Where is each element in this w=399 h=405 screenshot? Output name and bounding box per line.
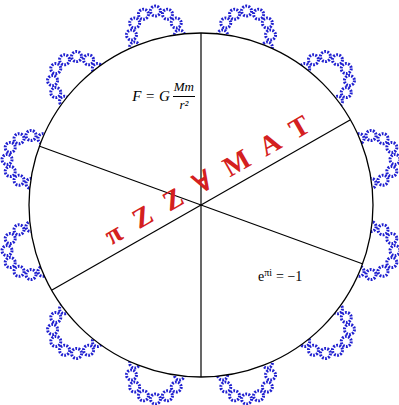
gear-circle	[5, 142, 15, 152]
gear-circle	[387, 258, 397, 268]
gear-circle	[14, 134, 24, 144]
gear-circle	[262, 18, 272, 28]
gear-circle	[26, 130, 36, 140]
gear-circle	[72, 348, 82, 358]
gear-circle	[150, 6, 160, 16]
gear-circle	[138, 391, 148, 401]
gear-circle	[366, 270, 376, 280]
denominator: r²	[179, 97, 188, 112]
gear-circle	[51, 312, 61, 322]
gear-circle	[341, 64, 351, 74]
gear-circle	[51, 336, 61, 346]
gear-circle	[14, 266, 24, 276]
main-circle	[29, 33, 373, 377]
gear-circle	[162, 391, 172, 401]
gear-circle	[130, 18, 140, 28]
gear-circle	[262, 382, 272, 392]
gear-circle	[308, 55, 318, 65]
gear-circle	[84, 345, 94, 355]
exponent: πi	[264, 267, 272, 278]
gear-circle	[332, 345, 342, 355]
gear-circle	[221, 382, 231, 392]
ring-decoration	[2, 6, 399, 404]
gear-circle	[171, 18, 181, 28]
gear-circle	[51, 88, 61, 98]
gear-circle	[26, 270, 36, 280]
formula-text: e	[258, 269, 264, 284]
gear-circle	[387, 234, 397, 244]
gear-circle	[5, 258, 15, 268]
gear-circle	[126, 30, 136, 40]
gear-circle	[308, 345, 318, 355]
gear-circle	[126, 370, 136, 380]
gear-circle	[378, 225, 388, 235]
gear-circle	[320, 348, 330, 358]
gear-circle	[72, 52, 82, 62]
formula-text: F = G	[132, 88, 170, 104]
gear-circle	[387, 142, 397, 152]
gear-circle	[5, 166, 15, 176]
gear-circle	[254, 9, 264, 19]
gear-circle	[5, 234, 15, 244]
gear-circle	[378, 134, 388, 144]
gear-circle	[60, 55, 70, 65]
gear-circle	[60, 345, 70, 355]
gear-circle	[48, 76, 58, 86]
gear-circle	[390, 246, 399, 256]
gear-circle	[138, 9, 148, 19]
gear-circle	[378, 266, 388, 276]
gear-circle	[387, 166, 397, 176]
gear-circle	[230, 391, 240, 401]
formula: F = GMmr²	[132, 80, 195, 112]
gear-circle	[242, 394, 252, 404]
gear-circle	[150, 394, 160, 404]
gear-circle	[230, 9, 240, 19]
gear-circle	[366, 130, 376, 140]
gear-circle	[320, 52, 330, 62]
gear-circle	[254, 391, 264, 401]
gear-circle	[2, 246, 12, 256]
gear-circle	[341, 88, 351, 98]
gear-circle	[221, 18, 231, 28]
gear-circle	[341, 336, 351, 346]
numerator: Mm	[173, 80, 195, 96]
gear-circle	[266, 370, 276, 380]
gear-circle	[14, 175, 24, 185]
gear-circle	[171, 382, 181, 392]
gear-circle	[162, 9, 172, 19]
gear-circle	[390, 154, 399, 164]
gear-circle	[242, 6, 252, 16]
gear-circle	[332, 55, 342, 65]
gear-circle	[2, 154, 12, 164]
fraction: Mmr²	[173, 80, 195, 112]
gear-circle	[84, 55, 94, 65]
formula-text: = −1	[276, 269, 302, 284]
formula: eπi = −1	[258, 267, 302, 286]
gear-circle	[344, 76, 354, 86]
gear-circle	[14, 225, 24, 235]
gear-circle	[344, 324, 354, 334]
gear-circle	[51, 64, 61, 74]
gear-circle	[378, 175, 388, 185]
gear-circle	[341, 312, 351, 322]
gear-circle	[48, 324, 58, 334]
gear-circle	[266, 30, 276, 40]
gear-circle	[130, 382, 140, 392]
